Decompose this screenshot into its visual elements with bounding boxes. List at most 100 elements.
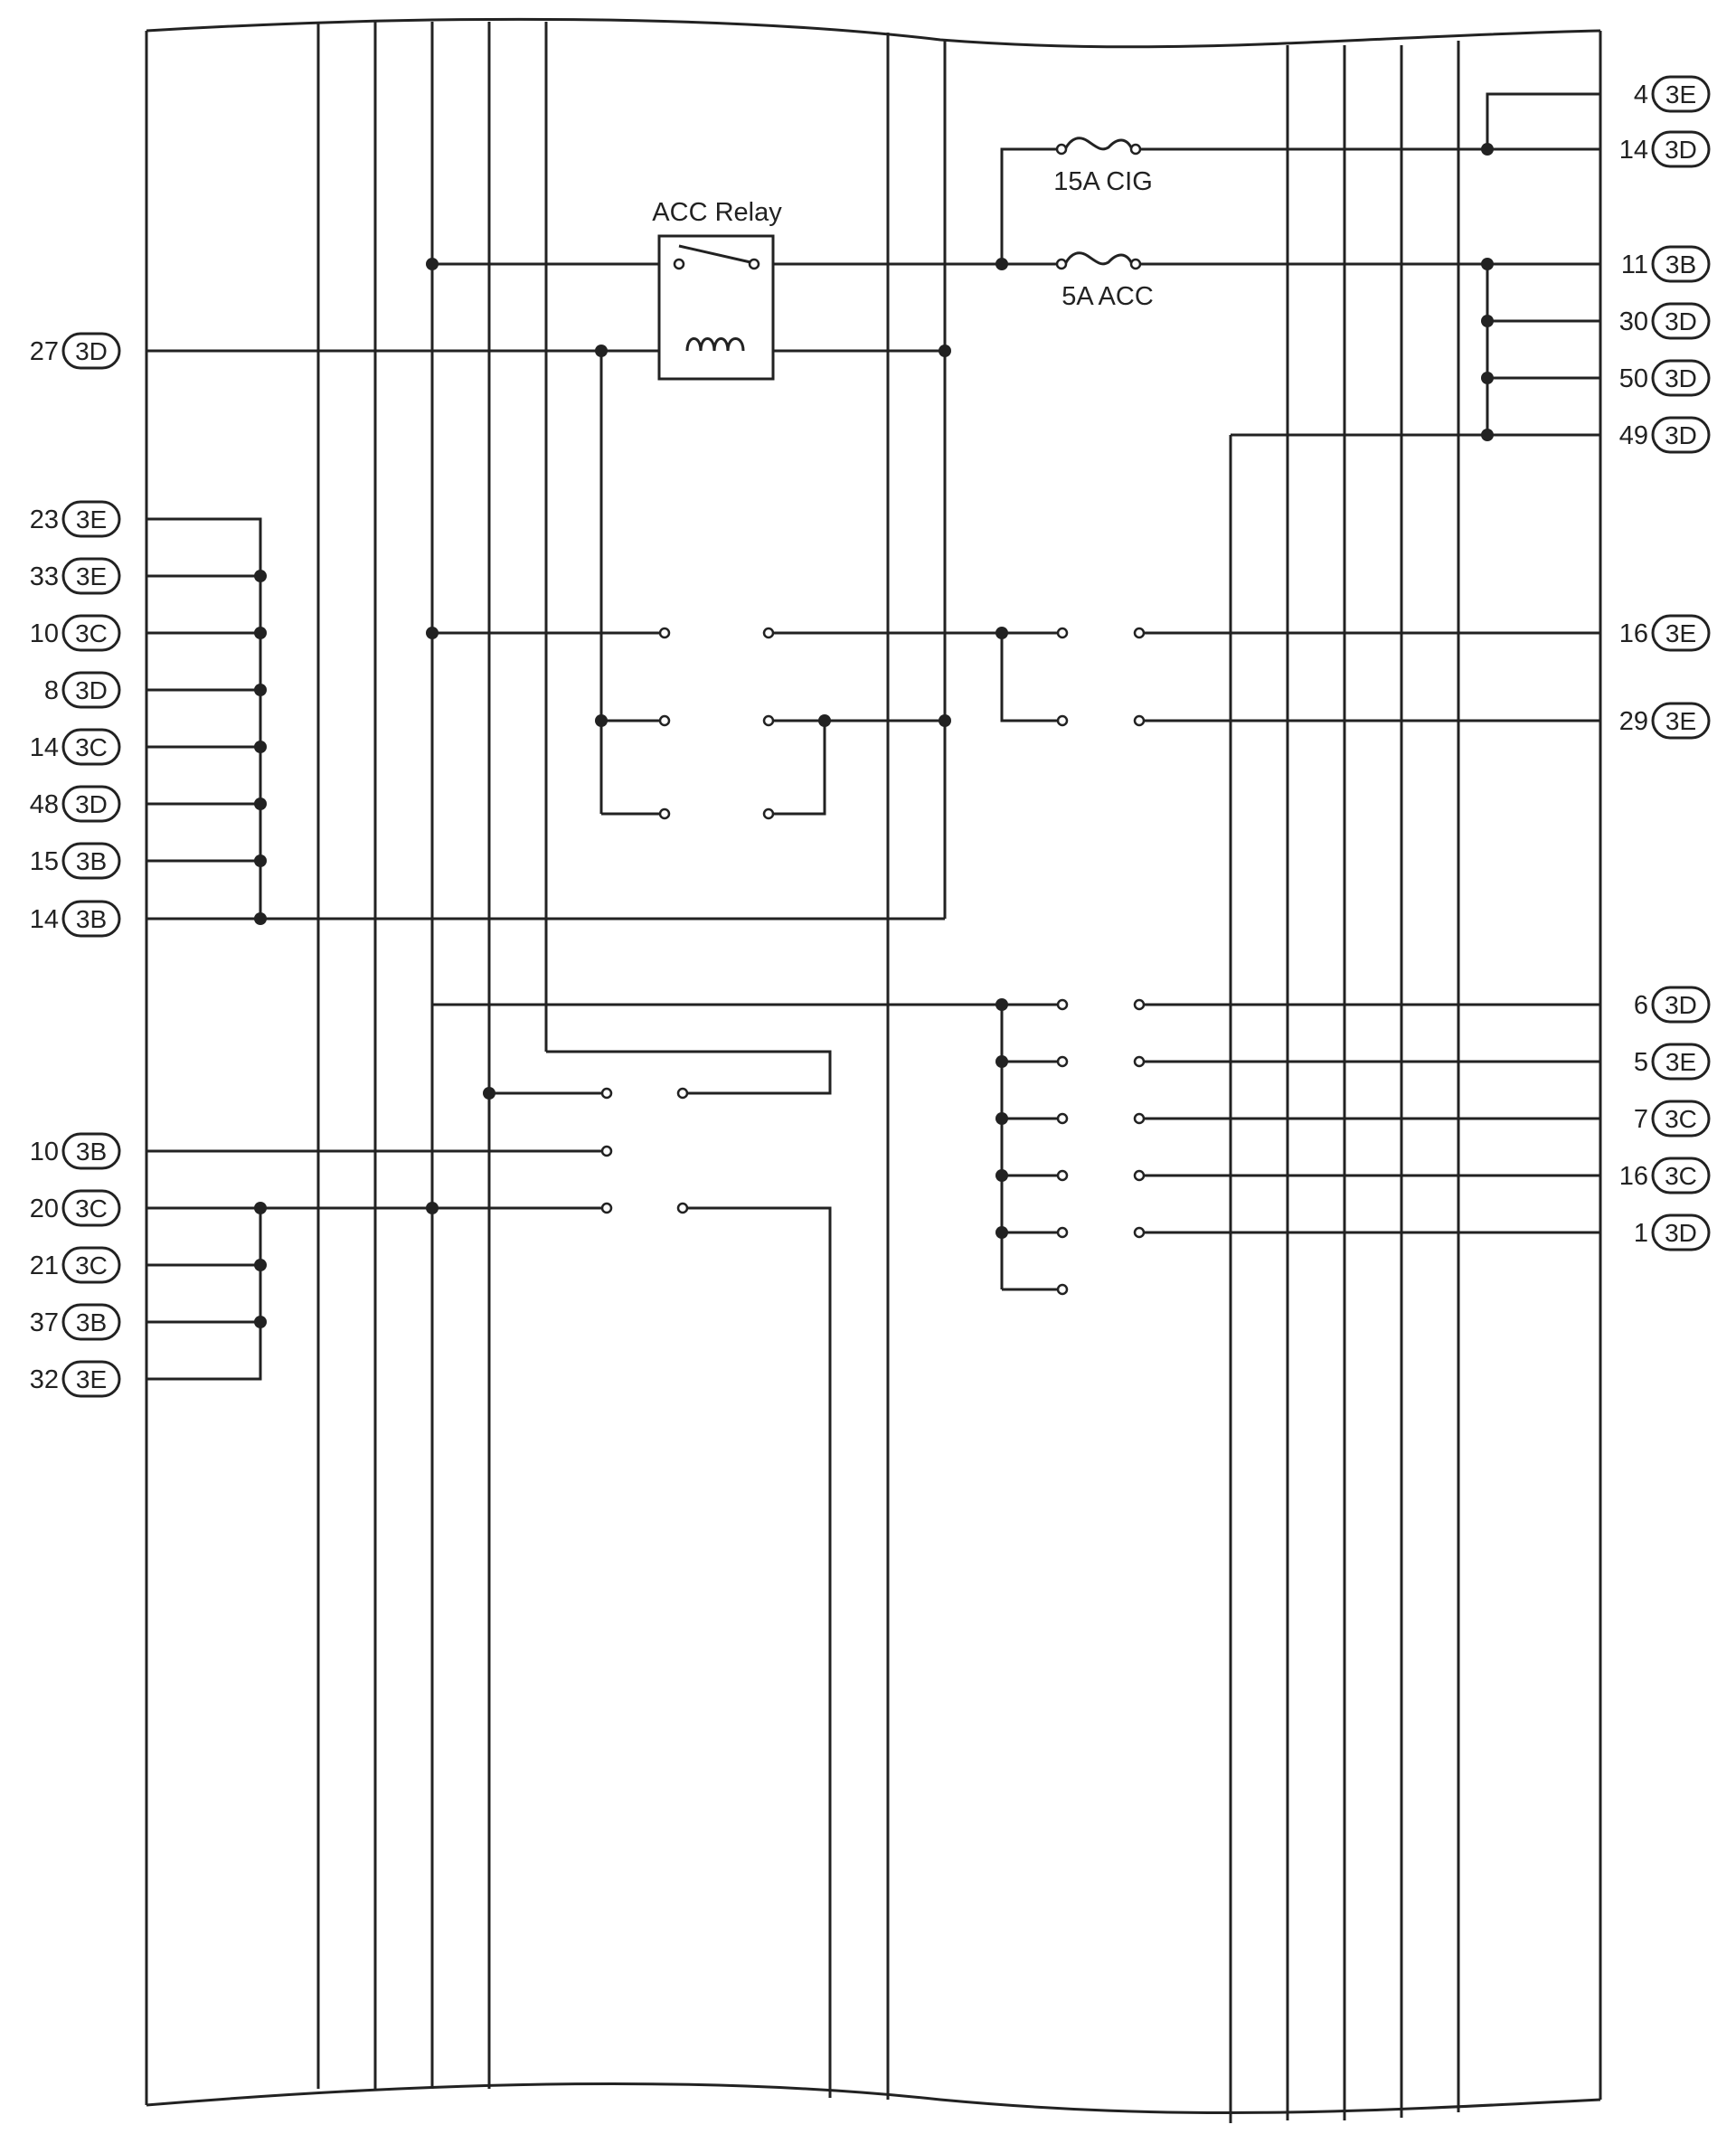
right-connector: 3E 4 xyxy=(1634,75,1711,113)
connector-pin: 23 xyxy=(30,505,59,534)
connector-pin: 50 xyxy=(1619,364,1648,393)
connector-code: 3D xyxy=(1665,991,1697,1019)
connector-pin: 14 xyxy=(30,733,59,762)
connector-pin: 20 xyxy=(30,1194,59,1223)
right-connector: 3D 14 xyxy=(1619,130,1711,168)
fuse-acc: 5A ACC xyxy=(1061,251,1154,311)
connector-pin: 8 xyxy=(44,676,59,705)
connector-code: 3D xyxy=(1665,364,1697,392)
connector-code: 3B xyxy=(76,847,107,875)
connector-pin: 11 xyxy=(1621,250,1648,279)
connector-pin: 14 xyxy=(1619,136,1648,165)
connector-pin: 48 xyxy=(30,790,59,819)
left-connector: 3D 48 xyxy=(30,785,121,823)
connector-code: 3C xyxy=(1665,1162,1697,1190)
connector-badge xyxy=(61,671,121,709)
connector-badge xyxy=(1651,245,1711,283)
open-terminals xyxy=(600,143,1146,1296)
connector-badge xyxy=(61,1360,121,1398)
trunk-wires xyxy=(316,22,1460,2123)
connector-code: 3E xyxy=(1665,80,1696,109)
connector-code: 3C xyxy=(75,1194,108,1223)
relay-label: ACC Relay xyxy=(652,198,782,227)
right-connector: 3D1 xyxy=(1634,1213,1711,1251)
connector-badge xyxy=(61,842,121,880)
connector-code: 3D xyxy=(1665,307,1697,335)
connector-code: 3C xyxy=(75,1251,108,1279)
right-connector: 3E 16 xyxy=(1619,614,1711,652)
connector-badge xyxy=(1651,702,1711,740)
connector-badge xyxy=(61,557,121,595)
connector-pin: 14 xyxy=(30,905,59,934)
connector-code: 3E xyxy=(1665,1048,1696,1076)
connector-pin: 49 xyxy=(1619,421,1648,450)
branch-wires xyxy=(146,22,1600,2098)
connector-pin: 32 xyxy=(30,1365,59,1394)
connector-badge xyxy=(61,614,121,652)
fuse-label-acc: 5A ACC xyxy=(1061,282,1154,311)
connector-pin: 27 xyxy=(30,337,59,366)
connector-pin: 16 xyxy=(1619,1162,1648,1191)
fuse-cig: 15A CIG xyxy=(1053,137,1153,196)
connector-badge xyxy=(1651,359,1711,397)
left-connector: 3C 21 xyxy=(30,1246,121,1284)
connector-pin: 16 xyxy=(1619,619,1648,648)
connector-code: 3C xyxy=(75,619,108,647)
right-connector: 3D 49 xyxy=(1619,416,1711,454)
connector-pin: 21 xyxy=(30,1251,59,1280)
connector-code: 3D xyxy=(75,790,108,818)
connector-code: 3D xyxy=(1665,1219,1697,1247)
connector-badge xyxy=(61,785,121,823)
right-connector: 3C 16 xyxy=(1619,1157,1711,1194)
left-connector: 3D 8 xyxy=(44,671,121,709)
connector-code: 3E xyxy=(76,562,107,590)
connector-code: 3E xyxy=(76,505,107,534)
connector-code: 3B xyxy=(76,1308,107,1336)
connector-code: 3C xyxy=(1665,1105,1697,1133)
connector-pin: 5 xyxy=(1634,1048,1648,1077)
right-connector: 3E 5 xyxy=(1634,1043,1711,1081)
connector-pin: 15 xyxy=(30,847,59,876)
connector-badge xyxy=(61,1132,121,1170)
right-connector: 3D 6 xyxy=(1634,986,1711,1024)
harness-frame xyxy=(145,17,1602,2114)
connector-badge xyxy=(1651,1157,1711,1194)
right-connector: 3D 50 xyxy=(1619,359,1711,397)
relay-box xyxy=(657,234,775,381)
right-connector: 3E 29 xyxy=(1619,702,1711,740)
left-connector: 3E 23 xyxy=(30,500,121,538)
connector-pin: 33 xyxy=(30,562,59,591)
left-connector: 3E 33 xyxy=(30,557,121,595)
connector-badge xyxy=(1651,75,1711,113)
connector-code: 3E xyxy=(1665,619,1696,647)
fuse-label-cig: 15A CIG xyxy=(1053,167,1153,196)
left-connectors: 3D273E233E333C103D83C143D483B153B143B103… xyxy=(30,332,121,1398)
fuse-icon xyxy=(1063,137,1134,151)
connector-badge xyxy=(1651,986,1711,1024)
connector-code: 3E xyxy=(1665,707,1696,735)
connector-badge xyxy=(1651,302,1711,340)
left-connector: 3D 27 xyxy=(30,332,121,370)
junction-dots xyxy=(254,143,1494,1328)
connector-code: 3D xyxy=(1665,421,1697,449)
connector-code: 3D xyxy=(1665,136,1697,164)
connector-pin: 4 xyxy=(1634,80,1648,109)
fuse-icon xyxy=(1063,251,1134,266)
relay-coil-icon xyxy=(685,337,745,352)
connector-badge xyxy=(1651,1100,1711,1138)
connector-badge xyxy=(1651,416,1711,454)
connector-code: 3D xyxy=(75,676,108,704)
connector-pin: 10 xyxy=(30,1138,59,1166)
connector-pin: 7 xyxy=(1634,1105,1648,1134)
connector-code: 3D xyxy=(75,337,108,365)
connector-pin: 6 xyxy=(1634,991,1648,1020)
connector-pin: 29 xyxy=(1619,707,1648,736)
